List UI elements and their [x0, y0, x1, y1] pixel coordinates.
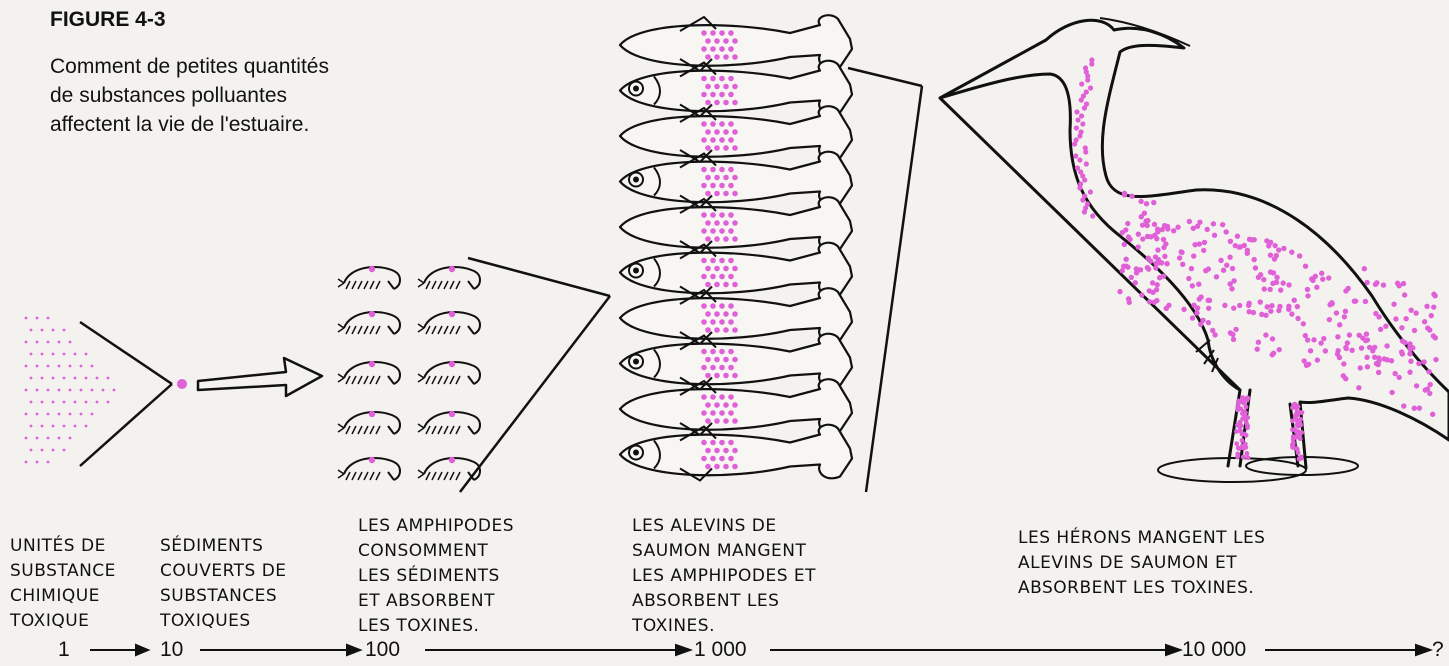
stage-salmon-text: LES ALEVINS DE SAUMON MANGENT LES AMPHIP…: [632, 514, 816, 639]
salmon-fry-icon: [620, 197, 852, 253]
hollow-arrow-icon: [198, 358, 322, 396]
fish-heron-connector: [848, 68, 922, 492]
amphipod-icon: [418, 361, 480, 384]
scale-value-10: 10: [160, 638, 183, 662]
heron-toxin-dots: [1072, 57, 1439, 461]
scale-value-unknown: ?: [1432, 638, 1444, 662]
salmon-fry-icon: [620, 288, 852, 344]
amphipod-icon: [418, 411, 480, 434]
salmon-fry-stack: [620, 15, 852, 480]
amphipod-icon: [338, 457, 400, 480]
amphipod-icon: [418, 266, 480, 289]
amphipod-icon: [338, 411, 400, 434]
amphipod-icon: [338, 266, 400, 289]
stage-sediments-text: SÉDIMENTS COUVERTS DE SUBSTANCES TOXIQUE…: [160, 534, 287, 634]
heron-figure: [940, 18, 1449, 482]
amphipod-icon: [338, 361, 400, 384]
stage-heron-text: LES HÉRONS MANGENT LES ALEVINS DE SAUMON…: [1018, 526, 1265, 601]
amphipods-group: [338, 266, 480, 480]
amphipod-icon: [338, 311, 400, 334]
salmon-fry-icon: [620, 379, 852, 435]
amphipod-icon: [418, 311, 480, 334]
stage-amphipods-text: LES AMPHIPODES CONSOMMENT LES SÉDIMENTS …: [358, 514, 514, 639]
salmon-fry-icon: [620, 152, 852, 208]
scale-value-1: 1: [58, 638, 70, 662]
funnel-lines: [80, 322, 172, 466]
salmon-fry-icon: [620, 425, 852, 481]
toxic-particles-cloud: [25, 317, 116, 464]
salmon-fry-icon: [620, 15, 852, 71]
scale-value-10000: 10 000: [1182, 638, 1246, 662]
salmon-fry-icon: [620, 243, 852, 299]
stage-toxic-units-text: UNITÉS DE SUBSTANCE CHIMIQUE TOXIQUE: [10, 534, 116, 634]
salmon-fry-icon: [620, 61, 852, 117]
amphipod-fish-connector: [460, 258, 610, 492]
salmon-fry-icon: [620, 106, 852, 162]
sediment-toxin-dot: [177, 379, 187, 389]
scale-value-100: 100: [365, 638, 400, 662]
scale-value-1000: 1 000: [694, 638, 747, 662]
salmon-fry-icon: [620, 334, 852, 390]
